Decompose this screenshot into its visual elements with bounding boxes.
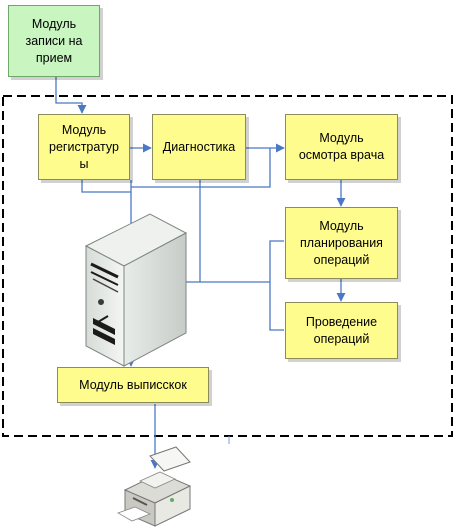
connectors — [55, 77, 346, 469]
server-icon — [84, 213, 188, 367]
registry-module-label: Модуль регистратур ы — [49, 122, 119, 171]
connector-reception-registry — [55, 77, 87, 114]
connector-registry-server — [81, 180, 131, 193]
operations-label: Проведение операций — [305, 314, 378, 346]
diagnostics-box[interactable]: Диагностика — [152, 114, 246, 180]
exam-module-box[interactable]: Модуль осмотра врача — [285, 114, 398, 180]
connector-planning-bus — [269, 240, 284, 282]
diagnostics-label: Диагностика — [162, 139, 236, 154]
planning-module-box[interactable]: Модуль планирования операций — [285, 207, 398, 279]
planning-module-label: Модуль планирования операций — [300, 218, 383, 267]
reception-module-label: Модуль записи на прием — [25, 16, 83, 65]
connector-operations-bus — [269, 282, 284, 331]
discharge-module-label: Модуль выписскок — [79, 377, 187, 392]
operations-box[interactable]: Проведение операций — [285, 302, 398, 359]
registry-module-box[interactable]: Модуль регистратур ы — [38, 114, 130, 180]
printer-icon — [117, 446, 192, 527]
connector-exam-loop — [131, 148, 271, 188]
exam-module-label: Модуль осмотра врача — [298, 131, 385, 162]
reception-module-box[interactable]: Модуль записи на прием — [8, 5, 100, 77]
discharge-module-box[interactable]: Модуль выписскок — [57, 367, 209, 403]
system-boundary — [2, 95, 453, 437]
